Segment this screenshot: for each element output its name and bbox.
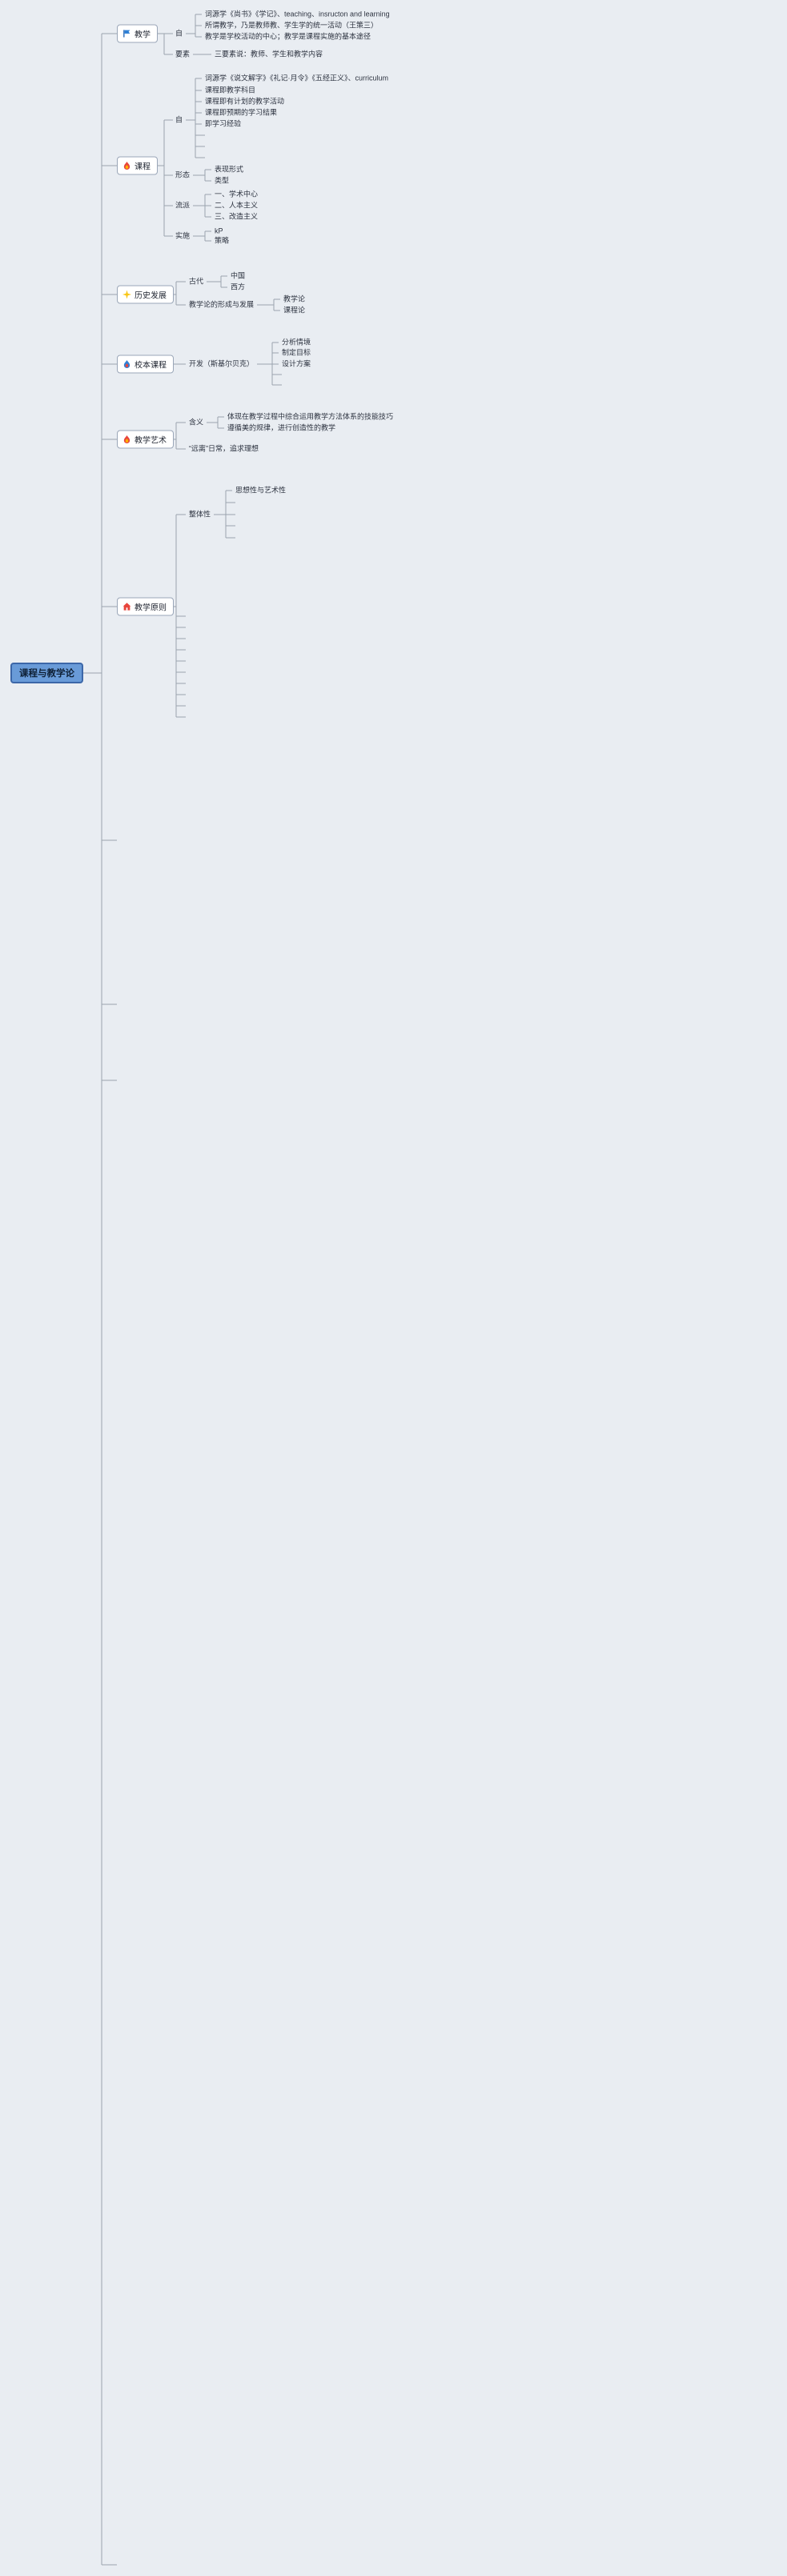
branch-node-curriculum[interactable]: 课程 bbox=[117, 156, 158, 175]
subtopic[interactable]: 开发（斯基尔贝克） bbox=[189, 359, 255, 368]
branch-node-teaching-art[interactable]: 教学艺术 bbox=[117, 430, 174, 449]
subtopic[interactable]: 自 bbox=[175, 29, 183, 38]
flame-icon bbox=[122, 161, 131, 170]
subtopic[interactable]: 要素 bbox=[175, 50, 191, 58]
subtopic[interactable]: 形态 bbox=[175, 170, 191, 179]
leaf-topic[interactable]: 课程论 bbox=[283, 306, 306, 314]
leaf-topic[interactable]: 思想性与艺术性 bbox=[235, 486, 287, 495]
leaf-topic[interactable]: 课程即有计划的教学活动 bbox=[205, 97, 285, 106]
branch-label: 教学 bbox=[135, 30, 151, 40]
leaf-topic[interactable]: 所谓教学，乃是教师教、学生学的统一活动（王策三） bbox=[205, 21, 379, 30]
leaf-topic[interactable]: 教学论 bbox=[283, 294, 306, 303]
blue-flame-icon bbox=[122, 359, 131, 369]
leaf-topic[interactable]: 遵循美的规律，进行创造性的教学 bbox=[227, 423, 336, 432]
leaf-topic[interactable]: 课程即预期的学习结果 bbox=[205, 108, 278, 117]
root-topic[interactable]: 课程与教学论 bbox=[10, 663, 83, 683]
subtopic[interactable]: 流派 bbox=[175, 201, 191, 210]
branch-label: 教学艺术 bbox=[135, 436, 167, 446]
leaf-topic[interactable]: 二、人本主义 bbox=[215, 201, 259, 210]
leaf-topic[interactable]: 西方 bbox=[231, 282, 246, 291]
leaf-topic[interactable]: 类型 bbox=[215, 176, 230, 185]
leaf-topic[interactable]: 策略 bbox=[215, 236, 230, 245]
subtopic[interactable]: 自 bbox=[175, 115, 183, 124]
branch-label: 教学原则 bbox=[135, 603, 167, 613]
subtopic[interactable]: 古代 bbox=[189, 277, 204, 286]
leaf-topic[interactable]: 分析情境 bbox=[282, 338, 311, 347]
leaf-topic[interactable]: 体现在教学过程中综合运用教学方法体系的技能技巧 bbox=[227, 412, 394, 421]
branch-label: 历史发展 bbox=[135, 291, 167, 301]
house-icon bbox=[122, 603, 131, 611]
leaf-topic[interactable]: 中国 bbox=[231, 271, 246, 280]
leaf-topic[interactable]: 词源学《尚书》《学记》、teaching、insructon and learn… bbox=[205, 10, 390, 18]
branch-node-teaching-principles[interactable]: 教学原则 bbox=[117, 597, 174, 616]
branch-label: 课程 bbox=[135, 162, 151, 172]
branch-node-history[interactable]: 历史发展 bbox=[117, 285, 174, 304]
leaf-topic[interactable]: kP bbox=[215, 226, 223, 235]
leaf-topic[interactable]: 三、改造主义 bbox=[215, 212, 259, 221]
flame-icon bbox=[122, 435, 131, 444]
subtopic[interactable]: 教学论的形成与发展 bbox=[189, 300, 255, 309]
leaf-topic[interactable]: 制定目标 bbox=[282, 348, 311, 357]
leaf-topic[interactable]: 教学是学校活动的中心；教学是课程实施的基本途径 bbox=[205, 32, 371, 41]
branch-node-teaching[interactable]: 教学 bbox=[117, 24, 158, 43]
leaf-topic[interactable]: 课程即教学科目 bbox=[205, 86, 256, 94]
subtopic[interactable]: 实施 bbox=[175, 231, 191, 240]
subtopic[interactable]: 含义 bbox=[189, 418, 204, 427]
subtopic[interactable]: 整体性 bbox=[189, 510, 211, 519]
sparkle-icon bbox=[122, 290, 131, 299]
leaf-topic[interactable]: 三要素说：教师、学生和教学内容 bbox=[215, 50, 323, 58]
flag-icon bbox=[122, 30, 131, 38]
leaf-topic[interactable]: 设计方案 bbox=[282, 359, 311, 368]
leaf-topic[interactable]: 一、学术中心 bbox=[215, 190, 259, 198]
branch-node-school-curriculum[interactable]: 校本课程 bbox=[117, 355, 174, 374]
branch-label: 校本课程 bbox=[135, 361, 167, 371]
leaf-topic[interactable]: 即学习经验 bbox=[205, 119, 242, 128]
subtopic[interactable]: “远离”日常，追求理想 bbox=[189, 444, 259, 453]
leaf-topic[interactable]: 词源学《说文解字》《礼记·月令》《五经正义》、curriculum bbox=[205, 74, 389, 82]
connector-path bbox=[78, 14, 282, 2566]
leaf-topic[interactable]: 表现形式 bbox=[215, 165, 244, 174]
